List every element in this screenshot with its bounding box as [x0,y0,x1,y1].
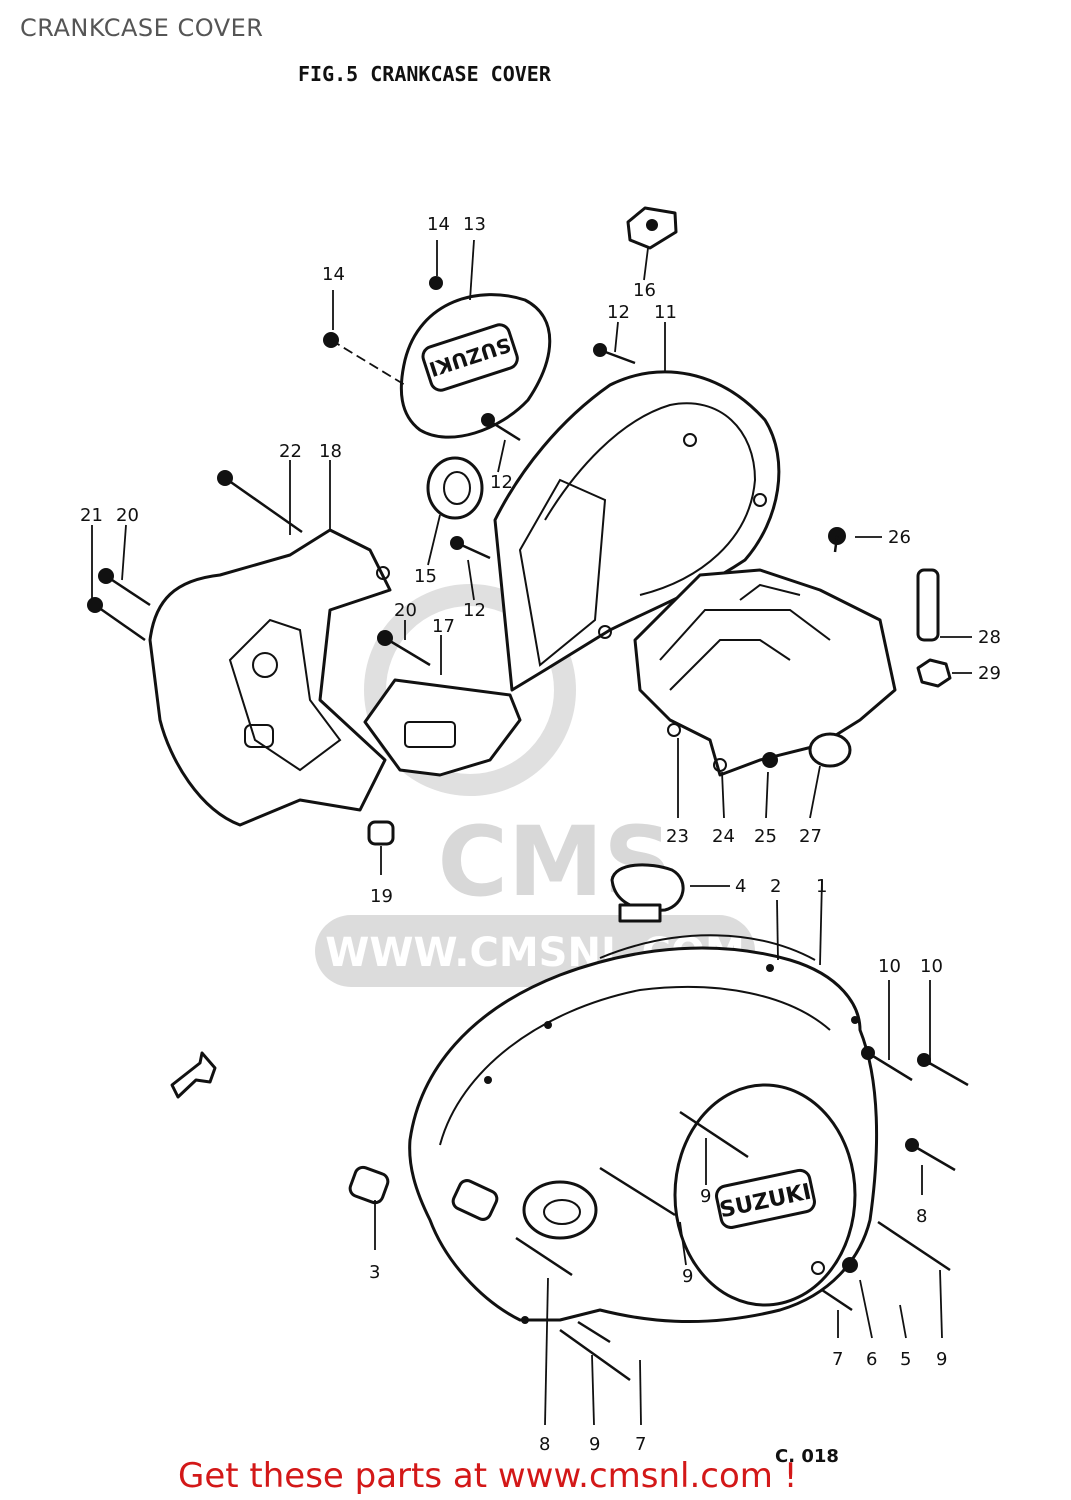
point-cover-13: SUZUKI [399,293,552,439]
label-17: 17 [432,616,455,637]
bolt-12a [593,343,636,365]
bolt-9b [599,1166,676,1217]
label-25: 25 [754,826,777,847]
label-19: 19 [370,886,393,907]
crankcase-cover-1: SUZUKI [408,946,879,1324]
label-11: 11 [654,302,677,323]
label-29: 29 [978,663,1001,684]
page-title: CRANKCASE COVER [20,14,264,42]
front-arrow-icon [170,1051,217,1099]
bolt-9c [877,1220,951,1272]
footer-cmsnl-link[interactable]: Get these parts at www.cmsnl.com ! [178,1456,798,1496]
label-26: 26 [888,527,911,548]
leader-lines [91,239,972,1426]
bolt-10a [861,1046,913,1082]
label-3: 3 [369,1262,380,1283]
screw-26 [828,527,846,553]
bolt-7a [577,1320,611,1344]
oil-seal-15 [426,456,484,520]
figure-ref-code: C. 018 [775,1446,839,1467]
bolt-12b [481,413,521,442]
sprocket-cover-18 [148,528,392,827]
bolt-21 [87,597,146,642]
bolt-7b [821,1288,853,1312]
label-21: 21 [80,505,103,526]
label-9: 9 [700,1186,711,1207]
inspection-cover-23 [633,568,897,777]
label-5: 5 [900,1349,911,1370]
label-14: 14 [427,214,450,235]
label-12: 12 [463,600,486,621]
screw-25 [762,752,778,768]
label-4: 4 [735,876,746,897]
label-12: 12 [607,302,630,323]
label-27: 27 [799,826,822,847]
label-16: 16 [633,280,656,301]
label-9: 9 [682,1266,693,1287]
bolt-8a [905,1138,956,1172]
figure-caption: FIG.5 CRANKCASE COVER [298,62,551,86]
bolt-8b [515,1236,573,1277]
label-23: 23 [666,826,689,847]
collar-19 [367,820,395,846]
part-labels: 14 13 14 16 12 11 22 18 21 20 12 26 15 1… [80,214,1001,1467]
label-9: 9 [589,1434,600,1455]
label-20: 20 [116,505,139,526]
screw-14a [429,276,443,290]
label-20: 20 [394,600,417,621]
label-13: 13 [463,214,486,235]
washer-6 [811,1261,825,1275]
label-10: 10 [878,956,901,977]
clip-16 [626,206,678,250]
screw-14b [323,332,406,386]
bolt-20b [377,630,431,667]
label-14: 14 [322,264,345,285]
label-12: 12 [490,472,513,493]
label-7: 7 [832,1349,843,1370]
screw-5 [842,1257,858,1273]
label-10: 10 [920,956,943,977]
label-1: 1 [816,876,827,897]
bolt-9a [679,1110,749,1159]
cap-27 [808,732,852,768]
label-9: 9 [936,1349,947,1370]
label-15: 15 [414,566,437,587]
gasket-17 [363,678,522,777]
gasket-2 [599,934,816,961]
bolt-12c [450,536,491,560]
oil-filler-cap-4 [610,863,685,923]
label-24: 24 [712,826,735,847]
label-7: 7 [635,1434,646,1455]
bolt-10b [917,1053,969,1087]
nut-29 [916,658,952,688]
dowel-3 [348,1165,390,1205]
label-2: 2 [770,876,781,897]
label-22: 22 [279,441,302,462]
label-6: 6 [866,1349,877,1370]
label-28: 28 [978,627,1001,648]
bolt-20a [98,568,151,607]
label-8: 8 [539,1434,550,1455]
bolt-9d [559,1328,631,1382]
stud-28 [916,568,940,642]
label-18: 18 [319,441,342,462]
label-8: 8 [916,1206,927,1227]
